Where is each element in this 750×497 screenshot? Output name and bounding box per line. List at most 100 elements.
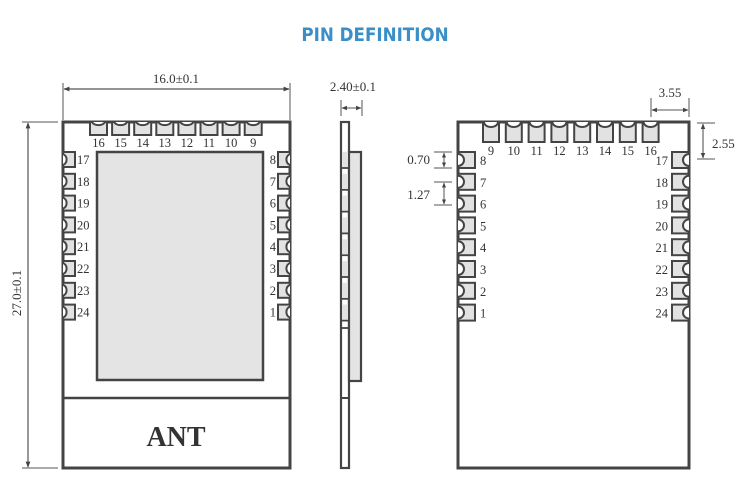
pin-label-13: 13	[159, 136, 172, 150]
castellation-hole	[682, 262, 690, 276]
castellation-hole	[62, 262, 68, 275]
pin-label-4: 4	[270, 240, 277, 254]
pin-label-1: 1	[480, 307, 486, 321]
castellation-hole	[245, 121, 261, 127]
pin-label-2: 2	[480, 285, 486, 299]
castellation-hole	[457, 240, 465, 255]
castellation-hole	[551, 121, 568, 128]
height-dimension-label: 27.0±0.1	[9, 270, 24, 316]
castellation-hole	[642, 121, 659, 128]
shield-side	[347, 150, 363, 383]
pin-label-20: 20	[77, 218, 90, 232]
castellation-hole	[682, 240, 690, 255]
castellation-hole	[574, 121, 591, 128]
pin-label-22: 22	[656, 263, 669, 277]
side-pad	[342, 239, 348, 255]
pin-label-16: 16	[92, 136, 105, 150]
castellation-hole	[285, 262, 291, 275]
castellation-hole	[157, 121, 173, 127]
castellation-hole	[528, 121, 545, 128]
pin-label-7: 7	[480, 176, 486, 190]
castellation-hole	[457, 262, 465, 276]
pin-label-8: 8	[270, 153, 276, 167]
castellation-hole	[682, 153, 690, 167]
side-pad	[342, 261, 348, 276]
castellation-hole	[62, 305, 68, 319]
pin-label-5: 5	[480, 219, 486, 233]
pin-label-10: 10	[225, 136, 238, 150]
castellation-hole	[285, 305, 291, 319]
castellation-hole	[285, 240, 291, 254]
castellation-hole	[62, 283, 68, 297]
castellation-hole	[223, 121, 239, 127]
side-pad	[342, 195, 348, 211]
castellation-hole	[619, 121, 636, 128]
pin-label-13: 13	[576, 144, 589, 158]
side-pad	[342, 282, 348, 298]
castellation-hole	[285, 283, 291, 297]
pin-label-24: 24	[77, 306, 90, 320]
pad-width-label: 0.70	[407, 152, 430, 167]
castellation-hole	[62, 240, 68, 254]
castellation-hole	[682, 218, 690, 233]
castellation-hole	[457, 174, 465, 189]
pin-label-16: 16	[644, 144, 657, 158]
castellation-hole	[285, 196, 291, 210]
castellation-hole	[483, 121, 499, 128]
castellation-hole	[285, 218, 291, 232]
pin-label-10: 10	[508, 144, 521, 158]
pin-label-12: 12	[553, 144, 566, 158]
thickness-dimension-label: 2.40±0.1	[330, 79, 376, 94]
pin-label-15: 15	[114, 136, 127, 150]
pin-label-20: 20	[656, 219, 669, 233]
pin-label-9: 9	[488, 144, 494, 158]
pin-label-23: 23	[77, 284, 90, 298]
pin-label-22: 22	[77, 262, 90, 276]
castellation-hole	[135, 121, 151, 127]
pin-label-18: 18	[77, 175, 90, 189]
castellation-hole	[457, 218, 465, 233]
pin-label-14: 14	[136, 136, 149, 150]
pin-label-4: 4	[480, 241, 487, 255]
castellation-hole	[682, 305, 690, 320]
pin-label-14: 14	[599, 144, 612, 158]
module-outline	[456, 120, 691, 470]
castellation-hole	[457, 196, 465, 211]
side-pad	[342, 152, 348, 167]
shield-can	[95, 150, 265, 382]
pad-pitch-label: 1.27	[407, 187, 430, 202]
pin-label-3: 3	[480, 263, 486, 277]
castellation-hole	[179, 121, 195, 127]
pin-label-1: 1	[270, 306, 276, 320]
pin-label-19: 19	[656, 198, 669, 212]
castellation-hole	[285, 174, 291, 188]
width-dimension-label: 16.0±0.1	[153, 71, 199, 86]
castellation-hole	[682, 283, 690, 298]
side-pad	[342, 173, 348, 189]
castellation-hole	[62, 218, 68, 232]
pin-label-17: 17	[77, 153, 90, 167]
castellation-hole	[682, 196, 690, 211]
pin-label-11: 11	[203, 136, 215, 150]
side-pad	[342, 304, 348, 320]
pin-label-12: 12	[181, 136, 194, 150]
pin-label-19: 19	[77, 197, 90, 211]
page-title: PIN DEFINITION	[301, 24, 449, 46]
pin-label-23: 23	[656, 285, 669, 299]
pin-label-21: 21	[656, 241, 669, 255]
pin-label-8: 8	[480, 154, 486, 168]
pin-label-17: 17	[656, 154, 669, 168]
castellation-hole	[682, 174, 690, 189]
pin-label-24: 24	[656, 307, 669, 321]
castellation-hole	[457, 153, 465, 167]
corner-offset-x-label: 3.55	[659, 85, 682, 100]
pin-label-9: 9	[250, 136, 256, 150]
castellation-hole	[91, 121, 106, 127]
castellation-hole	[62, 153, 68, 166]
castellation-hole	[285, 153, 291, 166]
pin-label-21: 21	[77, 240, 90, 254]
pin-label-15: 15	[622, 144, 635, 158]
